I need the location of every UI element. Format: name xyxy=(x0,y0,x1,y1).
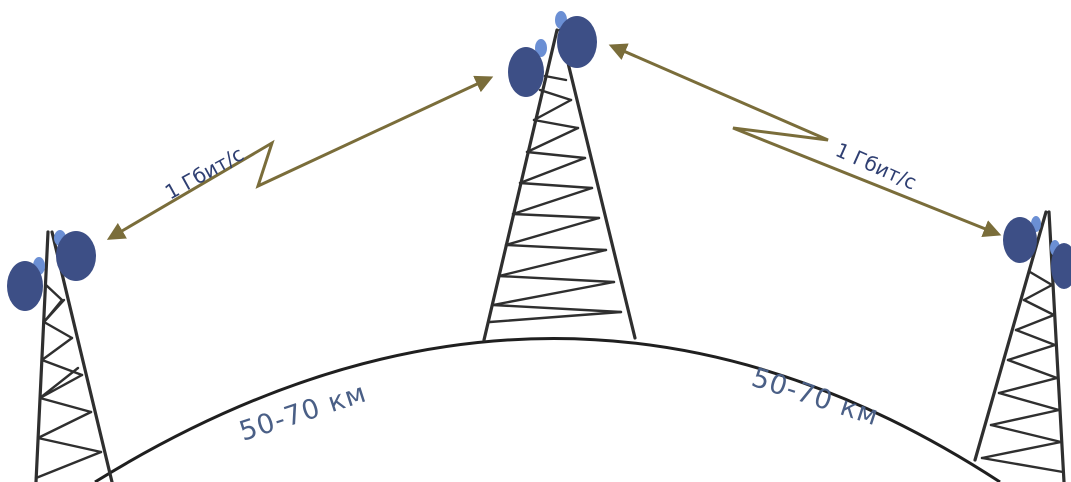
distance-label-left: 50-70 км xyxy=(236,377,371,447)
dish-icon xyxy=(508,47,544,97)
dish-icon xyxy=(56,231,96,281)
link-rate-label-left: 1 Гбит/с xyxy=(161,142,248,205)
tower-left xyxy=(7,230,114,482)
link-arrow-left xyxy=(106,75,494,240)
earth-curvature xyxy=(94,337,1001,482)
dish-icon xyxy=(557,16,597,68)
link-arrow-right xyxy=(608,43,1002,238)
dish-icon xyxy=(7,261,43,311)
dish-icon xyxy=(1003,217,1037,263)
dish-icon xyxy=(1051,243,1071,289)
tower-right xyxy=(973,210,1071,482)
distance-label-right: 50-70 км xyxy=(748,362,883,432)
tower-center xyxy=(482,11,637,342)
dish-icon xyxy=(535,39,547,57)
